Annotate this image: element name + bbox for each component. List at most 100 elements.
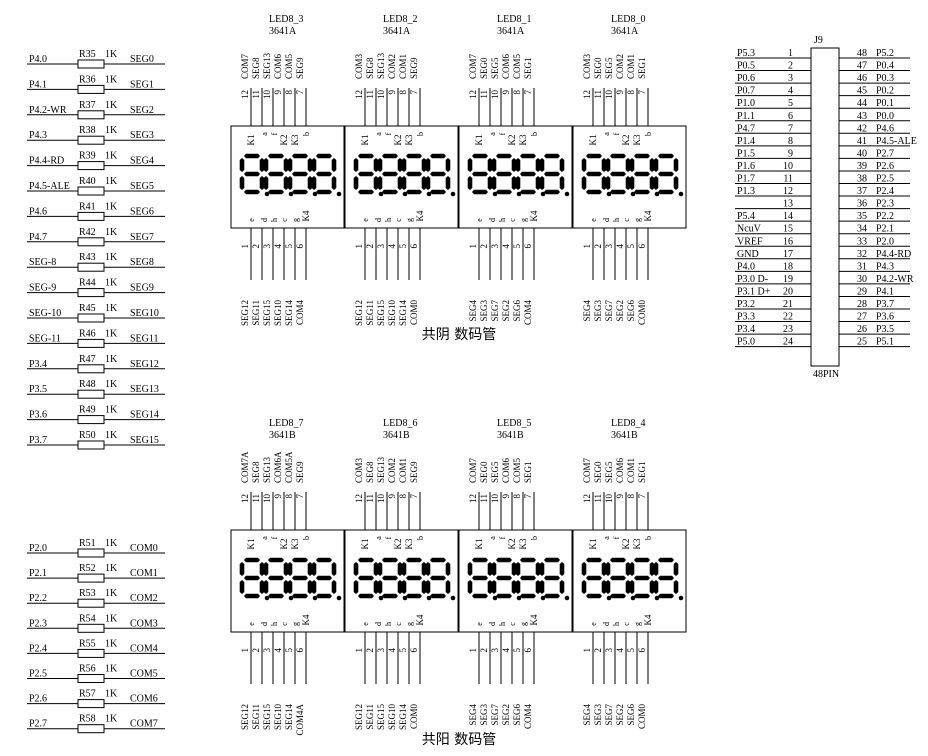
inner-pin-label: K2 [279,135,289,146]
digit-segment-a [658,557,674,563]
segment-resistor-ref: R50 [79,430,96,441]
segment-resistor-ref: R36 [79,74,96,85]
digit-segment-a [268,557,284,563]
cc-display-pin-signal: SEG8 [251,57,261,79]
cc-display-pin-number: 11 [251,90,261,99]
digit-segment-c [487,580,493,594]
connector-right-net: P4.5-ALE [876,136,917,147]
inner-pin-label: K1 [588,135,598,146]
inner-pin-label: h [270,622,279,626]
digit-segment-f [515,562,521,576]
inner-pin-label: g [519,218,528,222]
inner-pin-label: f [498,536,507,539]
digit-segment-d [472,189,488,195]
digit-segment-e [263,176,269,190]
connector-right-net: P2.7 [876,148,894,159]
segment-resistor-net-label: P4.3 [29,130,47,141]
ca-display-pin-number: 5 [512,648,522,653]
digit-segment-f [491,562,497,576]
ca-display-pin-signal: COM4 [523,704,533,730]
cc-display-pin-signal: SEG11 [251,300,261,326]
inner-pin-label: d [488,622,497,626]
cc-display-pin-signal: SEG7 [490,300,500,322]
segment-resistor-value: 1K [105,354,118,365]
inner-pin-label: f [270,536,279,539]
inner-pin-label: K1 [246,539,256,550]
common-resistor-net-label: P2.2 [29,593,47,604]
connector-right-pin: 39 [857,161,867,172]
digit-segment-a [472,153,488,159]
segment-resistor-value: 1K [105,227,118,238]
segment-resistor-value: 1K [105,74,118,85]
inner-pin-label: f [270,132,279,135]
connector-left-pin: 7 [788,123,793,134]
inner-pin-label: g [519,622,528,626]
display-body [458,529,573,633]
cc-display-pin-number: 9 [273,90,283,95]
common-resistor-ref: R58 [79,714,96,725]
inner-pin-label: K3 [632,538,642,549]
digit-segment-b [373,158,379,172]
digit-segment-b [559,562,565,576]
ca-display-pin-signal: COM0 [409,704,419,730]
inner-pin-label: e [361,622,370,626]
digit-segment-e [491,176,497,190]
digit-segment-a [634,557,650,563]
digit-segment-d [472,593,488,599]
segment-resistor-resistor [77,262,105,272]
cc-display-pin-number: 3 [262,244,272,249]
digit-segment-d [244,189,260,195]
ca-display-pin-number: 6 [409,648,419,653]
segment-resistor-resistor [77,110,105,120]
ca-display-pin-signal: COM2 [387,458,397,483]
digit-segment-d [292,593,308,599]
segment-resistor-resistor [77,59,105,69]
digit-segment-c [511,580,517,594]
inner-pin-label: K2 [393,135,403,146]
decimal-point [564,595,570,601]
digit-segment-c [673,580,679,594]
connector-right-net: P0.1 [876,98,894,109]
cc-display-pin-signal: COM1 [398,54,408,79]
digit-segment-e [377,176,383,190]
digit-segment-f [425,562,431,576]
connector-right-net: P2.6 [876,161,894,172]
connector-left-net: P3.3 [737,312,755,323]
digit-segment-b [511,158,517,172]
segment-resistor-resistor [77,288,105,298]
digit-segment-f [239,158,245,172]
common-resistor-value: 1K [105,714,118,725]
digit-segment-d [496,189,512,195]
ca-display-part: 3641B [497,430,524,441]
digit-segment-c [511,176,517,190]
decimal-point [378,595,384,601]
common-resistor-signal-label: COM5 [130,669,158,680]
digit-segment-e [653,176,659,190]
common-resistor-resistor [77,573,105,583]
digit-segment-a [268,153,284,159]
inner-pin-label: K2 [621,539,631,550]
inner-pin-label: c [508,218,517,222]
ca-display-pin-signal: COM1 [626,458,636,483]
connector-left-net: GND [737,249,759,260]
digit-segment-f [263,562,269,576]
ca-display-part: 3641B [269,430,296,441]
cc-display-pin-number: 10 [376,90,386,100]
cc-display-part: 3641A [383,26,411,37]
digit-segment-e [353,176,359,190]
inner-pin-label: b [416,536,425,540]
digit-segment-e [263,580,269,594]
inner-pin-label: h [498,218,507,222]
decimal-point [630,595,636,601]
cc-display-pin-number: 2 [365,244,375,249]
ca-display-pin-signal: SEG0 [479,461,489,483]
connector-right-pin: 27 [857,312,867,323]
ca-display-pin-number: 2 [365,648,375,653]
connector-right-pin: 25 [857,337,867,348]
ca-display-pin-number: 4 [615,648,625,653]
ca-display-pin-number: 2 [593,648,603,653]
segment-resistor-ref: R38 [79,125,96,136]
cc-display-pin-signal: SEG9 [295,57,305,79]
ca-display-pin-number: 9 [273,494,283,499]
inner-pin-label: h [612,218,621,222]
